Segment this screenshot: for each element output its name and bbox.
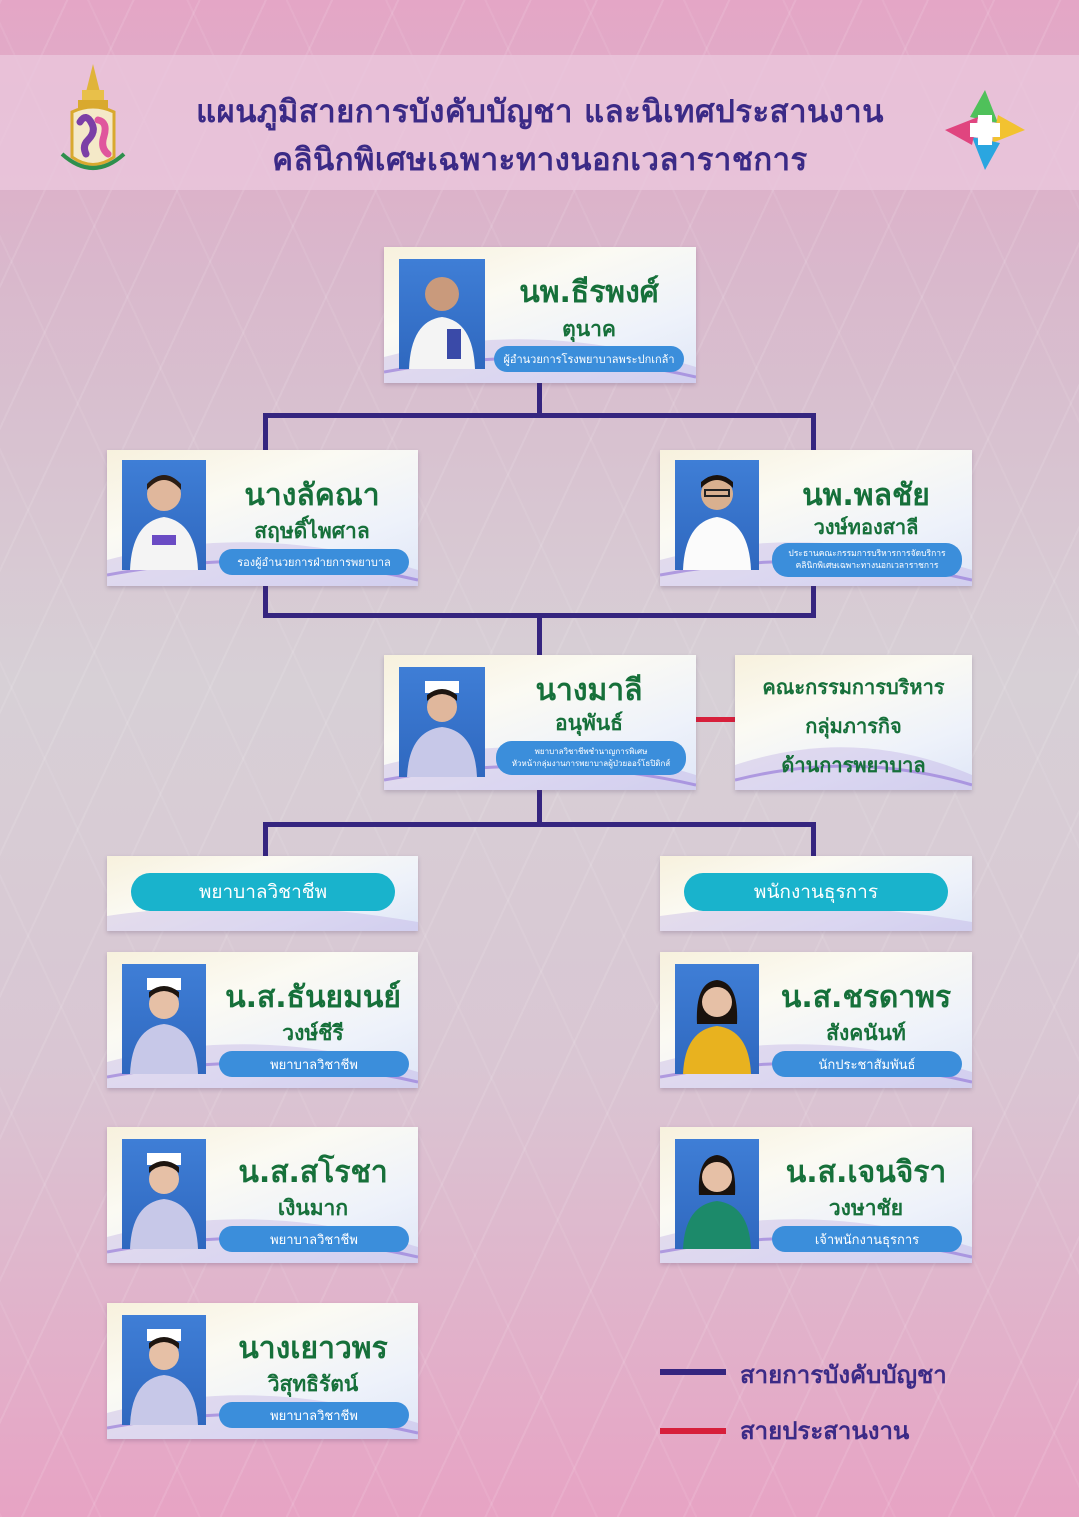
head-nurse-photo: [399, 667, 485, 777]
nurse-last-name: เงินมาก: [277, 1196, 349, 1220]
nurse-last-name: วิสุทธิรัตน์: [267, 1372, 359, 1396]
committee-chair-role-line2: คลินิกพิเศษเฉพาะทางนอกเวลาราชการ: [795, 561, 939, 571]
legend-coordination-swatch: [660, 1428, 726, 1434]
director-first-name: นพ.ธีรพงศ์: [519, 275, 659, 310]
deputy-nursing-photo: [122, 460, 206, 570]
director-last-name: ตุนาค: [562, 317, 616, 341]
staff-first-name: น.ส.ชรดาพร: [780, 980, 952, 1015]
nursing-committee-line2: กลุ่มภารกิจ: [805, 714, 902, 738]
staff-photo: [675, 964, 759, 1074]
nurse-photo: [122, 1139, 206, 1249]
nurse-last-name: วงษ์ชีรี: [282, 1021, 344, 1045]
nurse-photo: [122, 1315, 206, 1425]
deputy-nursing-last-name: สฤษดิ์ไพศาล: [254, 519, 370, 543]
nurse-first-name: น.ส.สโรชา: [238, 1155, 388, 1190]
staff-section-label: พนักงานธุรการ: [684, 873, 948, 911]
committee-chair-last-name: วงษ์ทองสาลี: [813, 515, 919, 539]
nurse-role-badge: พยาบาลวิชาชีพ: [219, 1226, 409, 1252]
committee-chair-first-name: นพ.พลชัย: [802, 478, 930, 513]
head-nurse-last-name: อนุพันธ์: [555, 711, 623, 735]
director-card: นพ.ธีรพงศ์ ตุนาค ผู้อำนวยการโรงพยาบาลพระ…: [384, 247, 696, 383]
connector-line: [537, 383, 542, 415]
legend-command-label: สายการบังคับบัญชา: [740, 1361, 947, 1389]
staff-role-badge: นักประชาสัมพันธ์: [772, 1051, 962, 1077]
connector-line: [263, 822, 268, 856]
nurses-section-label: พยาบาลวิชาชีพ: [131, 873, 395, 911]
connector-line: [537, 613, 542, 655]
nurse-card: นางเยาวพร วิสุทธิรัตน์ พยาบาลวิชาชีพ: [107, 1303, 418, 1439]
connector-line: [263, 822, 816, 827]
director-photo: [399, 259, 485, 369]
director-role-badge: ผู้อำนวยการโรงพยาบาลพระปกเกล้า: [494, 346, 684, 372]
nurses-section-header: พยาบาลวิชาชีพ: [107, 856, 418, 931]
staff-first-name: น.ส.เจนจิรา: [785, 1155, 947, 1190]
head-nurse-card: นางมาลี อนุพันธ์ พยาบาลวิชาชีพชำนาญการพิ…: [384, 655, 696, 790]
nurse-card: น.ส.ธันยมนย์ วงษ์ชีรี พยาบาลวิชาชีพ: [107, 952, 418, 1088]
deputy-nursing-card: นางลัคณา สฤษดิ์ไพศาล รองผู้อำนวยการฝ่ายก…: [107, 450, 418, 586]
staff-card: น.ส.ชรดาพร สังคนันท์ นักประชาสัมพันธ์: [660, 952, 972, 1088]
staff-card: น.ส.เจนจิรา วงษาชัย เจ้าพนักงานธุรการ: [660, 1127, 972, 1263]
legend-command-swatch: [660, 1369, 726, 1375]
header-band: [0, 55, 1079, 190]
staff-photo: [675, 1139, 759, 1249]
head-nurse-role-badge: พยาบาลวิชาชีพชำนาญการพิเศษ หัวหน้ากลุ่มง…: [496, 741, 686, 775]
committee-chair-photo: [675, 460, 759, 570]
staff-role-badge: เจ้าพนักงานธุรการ: [772, 1226, 962, 1252]
page-title-line1: แผนภูมิสายการบังคับบัญชา และนิเทศประสานง…: [196, 94, 884, 130]
staff-last-name: สังคนันท์: [826, 1021, 906, 1045]
nursing-committee-line3: ด้านการพยาบาล: [781, 753, 926, 777]
committee-chair-card: นพ.พลชัย วงษ์ทองสาลี ประธานคณะกรรมการบริ…: [660, 450, 972, 586]
connector-line: [263, 586, 268, 617]
nurse-role-badge: พยาบาลวิชาชีพ: [219, 1402, 409, 1428]
nursing-committee-line1: คณะกรรมการบริหาร: [762, 675, 945, 699]
hospital-logo: [60, 64, 126, 170]
nurse-first-name: นางเยาวพร: [238, 1331, 388, 1366]
connector-line: [811, 413, 816, 451]
nurse-photo: [122, 964, 206, 1074]
legend-coordination-label: สายประสานงาน: [740, 1417, 910, 1445]
nurse-role-badge: พยาบาลวิชาชีพ: [219, 1051, 409, 1077]
connector-line: [263, 413, 268, 451]
connector-line: [537, 790, 542, 826]
nursing-committee-box: คณะกรรมการบริหาร กลุ่มภารกิจ ด้านการพยาบ…: [735, 655, 972, 790]
head-nurse-role-line2: หัวหน้ากลุ่มงานการพยาบาลผู้ป่วยออร์โธปิด…: [511, 759, 671, 768]
head-nurse-first-name: นางมาลี: [535, 673, 643, 708]
nurse-card: น.ส.สโรชา เงินมาก พยาบาลวิชาชีพ: [107, 1127, 418, 1263]
deputy-nursing-first-name: นางลัคณา: [244, 478, 380, 513]
staff-last-name: วงษาชัย: [828, 1196, 904, 1220]
connector-line: [811, 822, 816, 856]
connector-line: [263, 413, 816, 418]
clinic-logo: [945, 90, 1025, 170]
committee-chair-role-line1: ประธานคณะกรรมการบริหารการจัดบริการ: [788, 549, 946, 559]
coordination-connector: [695, 717, 735, 722]
staff-section-header: พนักงานธุรการ: [660, 856, 972, 931]
nurse-first-name: น.ส.ธันยมนย์: [225, 980, 401, 1015]
head-nurse-role-line1: พยาบาลวิชาชีพชำนาญการพิเศษ: [534, 747, 648, 756]
page-title-line2: คลินิกพิเศษเฉพาะทางนอกเวลาราชการ: [272, 142, 808, 178]
deputy-nursing-role-badge: รองผู้อำนวยการฝ่ายการพยาบาล: [219, 549, 409, 575]
committee-chair-role-badge: ประธานคณะกรรมการบริหารการจัดบริการ คลินิ…: [772, 543, 962, 577]
connector-line: [811, 586, 816, 617]
